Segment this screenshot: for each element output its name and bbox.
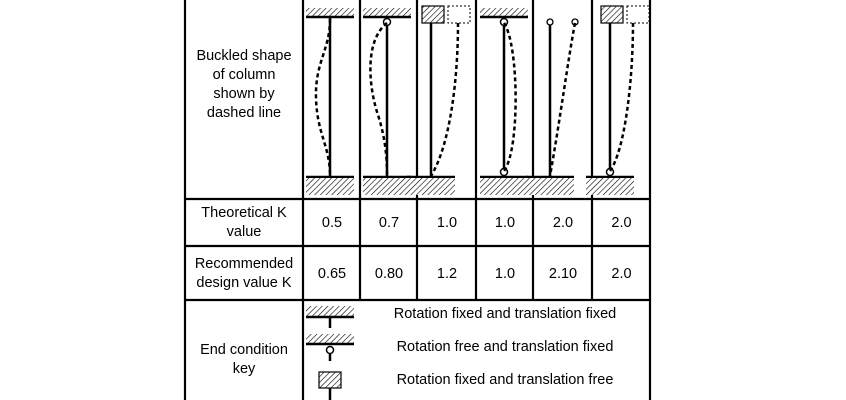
row-label-buckled-shape: Buckled shape of column shown by dashed …	[196, 48, 292, 121]
key-fixed-free-block	[318, 371, 342, 389]
fixed-support-bottom	[526, 178, 574, 195]
buckled-shape-dashed	[369, 22, 389, 177]
table-grid	[183, 0, 652, 400]
recommended-k-value: 0.65	[317, 265, 347, 282]
buckled-shape-dashed	[502, 22, 517, 172]
fixed-support-bottom	[586, 178, 634, 195]
column-diagram	[480, 8, 528, 195]
column-diagram	[586, 5, 650, 195]
buckled-shape-dashed	[314, 18, 332, 177]
buckled-shape-dashed	[429, 22, 460, 177]
theoretical-k-value: 2.0	[552, 215, 574, 231]
fixed-support-bottom	[407, 178, 455, 195]
row-label-theoretical-k: Theoretical K value	[201, 205, 287, 240]
free-end	[546, 18, 554, 26]
theoretical-k-value: 1.0	[494, 215, 516, 231]
fixed-free-block	[600, 5, 624, 24]
column-diagram	[306, 8, 354, 195]
recommended-k-value: 2.10	[548, 265, 578, 282]
theoretical-k-value: 2.0	[611, 215, 632, 231]
fixed-free-block	[421, 5, 445, 24]
row-label-recommended-k: Recommended design value K	[194, 255, 294, 291]
fixed-support-top	[363, 8, 411, 16]
column-diagrams	[306, 5, 650, 195]
key-fixed-hatch	[306, 306, 354, 316]
column-diagram	[526, 18, 579, 195]
theoretical-k-value: 1.0	[436, 215, 458, 231]
fixed-support-top	[306, 8, 354, 16]
key-text-fixed-free: Rotation fixed and translation free	[396, 372, 614, 388]
row-label-end-condition-key: End condition key	[200, 342, 288, 377]
key-pin-hatch	[306, 334, 354, 343]
theoretical-k-value: 0.7	[378, 215, 400, 231]
recommended-k-value: 1.0	[494, 265, 516, 282]
recommended-k-value: 2.0	[611, 265, 632, 282]
buckled-shape-dashed	[548, 22, 577, 177]
displaced-block	[447, 5, 471, 24]
buckled-shape-dashed	[608, 22, 635, 172]
key-pin-joint	[325, 345, 335, 355]
fixed-support-bottom	[363, 178, 411, 195]
fixed-support-bottom	[306, 178, 354, 195]
key-symbols	[306, 306, 354, 400]
displaced-block	[626, 5, 650, 24]
recommended-k-value: 0.80	[374, 265, 404, 282]
theoretical-k-value: 0.5	[321, 215, 343, 231]
fixed-support-bottom	[480, 178, 528, 195]
key-text-fixed: Rotation fixed and translation fixed	[393, 306, 617, 322]
column-diagram	[363, 8, 411, 195]
key-text-pin: Rotation free and translation fixed	[396, 339, 614, 355]
column-diagram	[407, 5, 471, 195]
recommended-k-value: 1.2	[436, 265, 458, 282]
fixed-support-top	[480, 8, 528, 16]
